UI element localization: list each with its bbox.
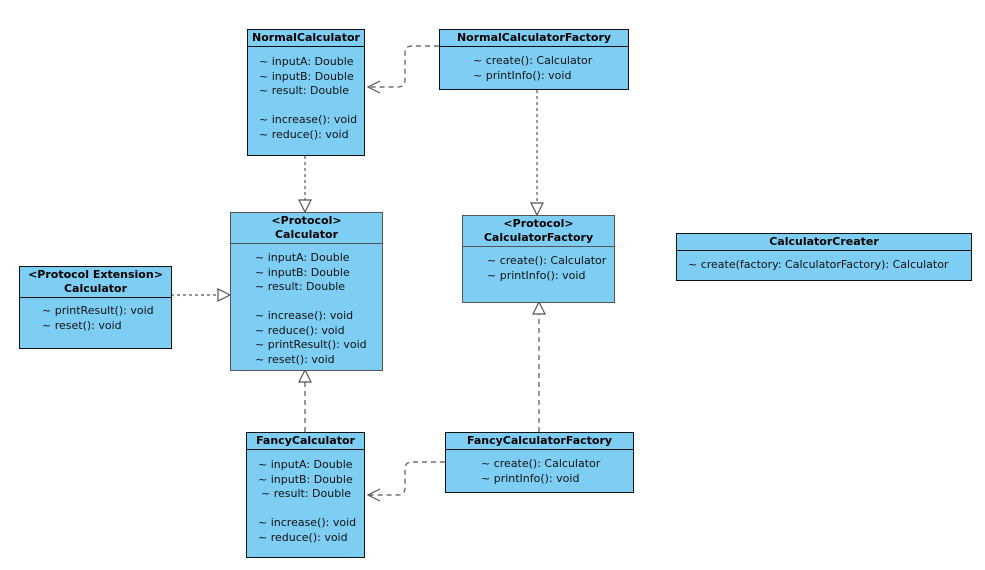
method: ~ reduce(): void	[259, 127, 349, 141]
class-title: CalculatorCreater	[677, 234, 971, 251]
method: ~ increase(): void	[255, 309, 354, 322]
class-title: CalculatorFactory	[483, 231, 594, 244]
method: ~ create(factory: CalculatorFactory): Ca…	[688, 258, 949, 271]
hollow-triangle-arrow	[532, 300, 546, 315]
method: ~ increase(): void	[259, 113, 358, 126]
hollow-triangle-arrow	[217, 288, 232, 302]
method: ~ printResult(): void	[42, 304, 154, 317]
method: ~ reset(): void	[255, 352, 335, 366]
hollow-triangle-arrow	[298, 199, 312, 214]
hollow-triangle-arrow	[530, 202, 544, 217]
hollow-triangle-arrow	[298, 368, 312, 383]
attribute: ~ result: Double	[255, 280, 346, 293]
method: ~ create(): Calculator	[487, 254, 607, 267]
method: ~ create(): Calculator	[473, 54, 593, 67]
stereotype: <Protocol>	[503, 217, 574, 230]
method: ~ printResult(): void	[255, 338, 367, 351]
attribute: ~ inputA: Double	[259, 55, 354, 68]
method: ~ printInfo(): void	[487, 268, 586, 282]
dependency-normal-factory-to-normal	[368, 45, 439, 88]
class-calculator-protocol[interactable]: <Protocol> Calculator ~ inputA: Double ~…	[230, 212, 383, 371]
class-title: NormalCalculator	[248, 30, 364, 47]
class-calculator-factory-protocol[interactable]: <Protocol> CalculatorFactory ~ create():…	[462, 215, 615, 303]
class-fancy-calculator[interactable]: FancyCalculator ~ inputA: Double ~ input…	[246, 432, 365, 558]
method: ~ reduce(): void	[258, 530, 348, 544]
class-calculator-extension[interactable]: <Protocol Extension> Calculator ~ printR…	[19, 266, 172, 349]
attribute: ~ result: Double	[261, 487, 352, 500]
class-normal-calculator-factory[interactable]: NormalCalculatorFactory ~ create(): Calc…	[439, 29, 629, 90]
class-fancy-calculator-factory[interactable]: FancyCalculatorFactory ~ create(): Calcu…	[445, 432, 634, 493]
attribute: ~ result: Double	[259, 84, 350, 97]
open-arrow	[366, 488, 381, 502]
stereotype: <Protocol Extension>	[28, 268, 163, 281]
dependency-fancy-factory-to-fancy	[368, 461, 445, 496]
attribute: ~ inputB: Double	[258, 472, 353, 486]
method: ~ reduce(): void	[255, 323, 345, 337]
class-title: FancyCalculator	[247, 433, 364, 450]
class-calculator-creater[interactable]: CalculatorCreater ~ create(factory: Calc…	[676, 233, 972, 281]
class-title: NormalCalculatorFactory	[440, 30, 628, 47]
method: ~ increase(): void	[258, 516, 357, 529]
attribute: ~ inputA: Double	[258, 458, 353, 471]
method: ~ printInfo(): void	[473, 68, 572, 82]
method: ~ create(): Calculator	[481, 457, 601, 470]
class-title: FancyCalculatorFactory	[446, 433, 633, 450]
method: ~ printInfo(): void	[481, 471, 580, 485]
attribute: ~ inputA: Double	[255, 251, 350, 264]
stereotype: <Protocol>	[271, 214, 342, 227]
attribute: ~ inputB: Double	[259, 69, 354, 83]
attribute: ~ inputB: Double	[255, 265, 350, 279]
class-normal-calculator[interactable]: NormalCalculator ~ inputA: Double ~ inpu…	[247, 29, 365, 156]
open-arrow	[366, 80, 381, 94]
class-title: Calculator	[63, 282, 128, 295]
method: ~ reset(): void	[42, 318, 122, 332]
class-title: Calculator	[274, 228, 339, 241]
